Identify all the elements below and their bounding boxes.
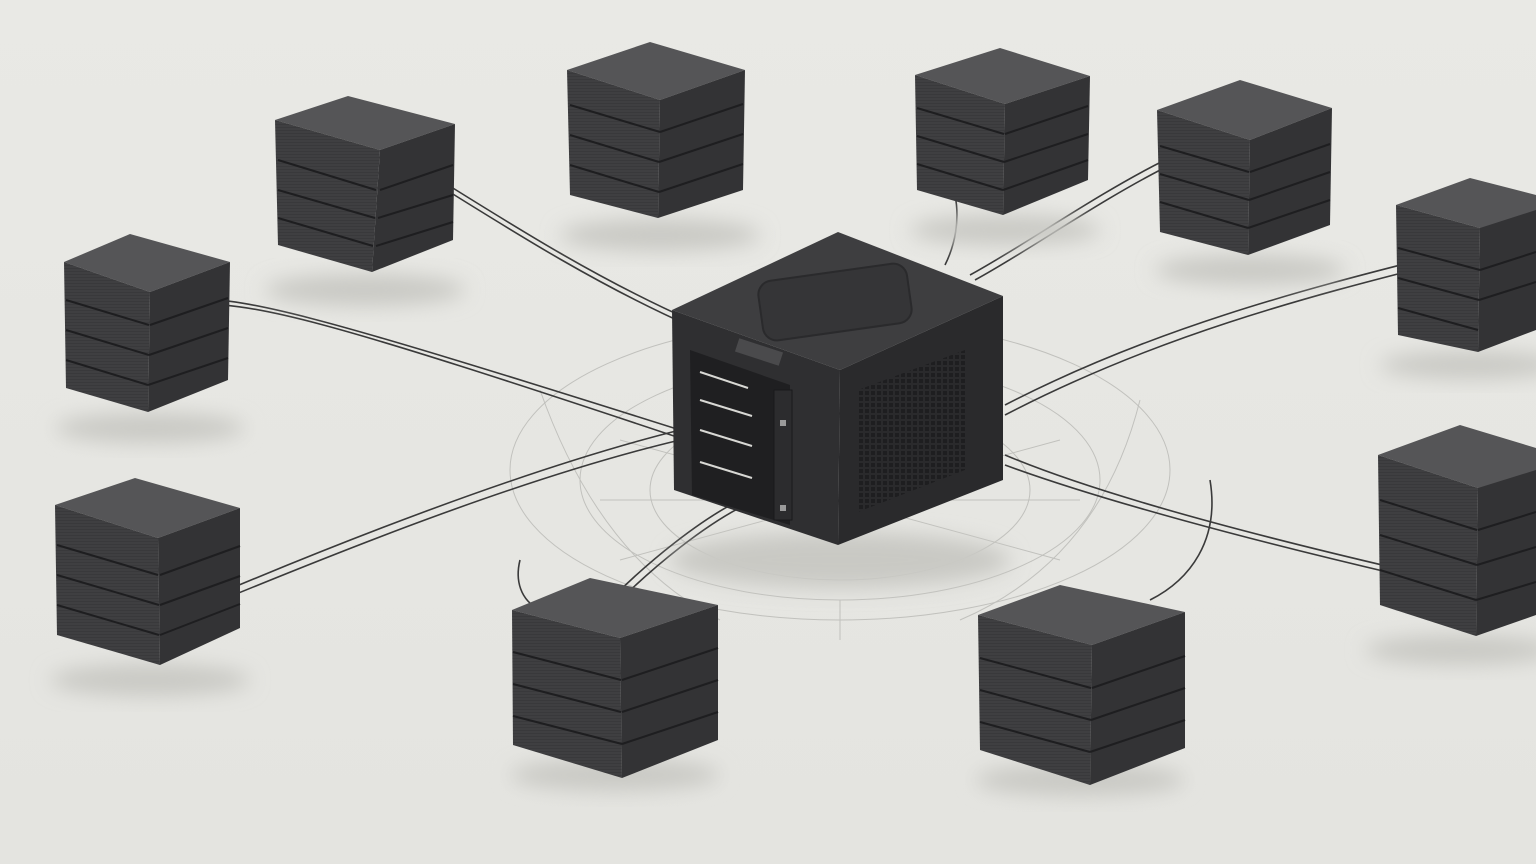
storage-cube-9 (975, 585, 1186, 796)
cables (179, 159, 1446, 616)
central-server (670, 232, 1010, 588)
storage-cube-7 (50, 478, 250, 696)
storage-cube-2 (560, 42, 760, 251)
storage-cube-5 (1380, 178, 1536, 379)
storage-cube-3 (910, 48, 1100, 245)
storage-cube-4 (1155, 80, 1345, 285)
storage-cube-6 (55, 234, 245, 443)
storage-cube-10 (1365, 425, 1536, 665)
storage-cube-8 (510, 578, 720, 791)
storage-cube-1 (265, 96, 465, 306)
